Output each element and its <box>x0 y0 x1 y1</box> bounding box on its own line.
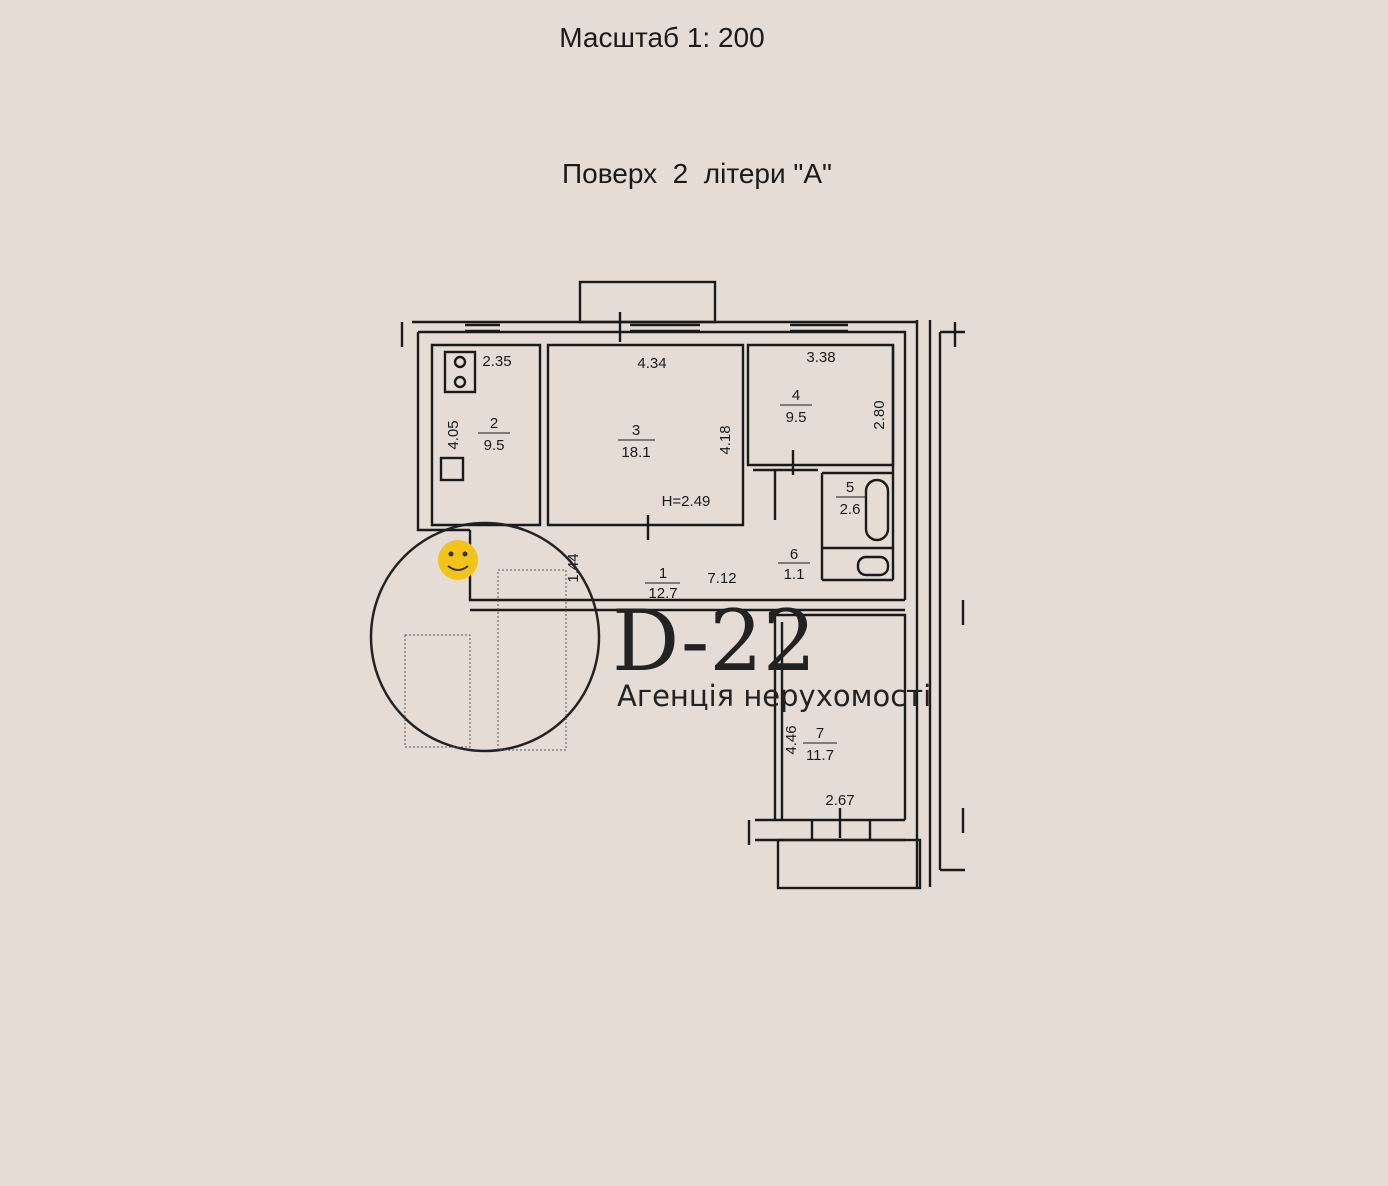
svg-text:2.6: 2.6 <box>840 501 861 518</box>
smiley-icon <box>438 540 478 580</box>
brand-logo-text: D-22 <box>612 592 816 690</box>
walls <box>400 312 965 890</box>
svg-text:7: 7 <box>816 725 824 742</box>
svg-text:4: 4 <box>792 387 800 404</box>
svg-text:9.5: 9.5 <box>786 409 807 426</box>
room-labels: 1 12.7 2 9.5 3 18.1 4 9.5 5 2.6 6 1.1 7 11.7 <box>478 387 866 764</box>
svg-text:1: 1 <box>659 565 667 582</box>
dimensions: 2.35 4.05 4.34 4.18 3.38 2.80 H=2.49 7.1… <box>445 349 888 809</box>
svg-text:H=2.49: H=2.49 <box>662 493 711 510</box>
svg-text:2.35: 2.35 <box>482 353 511 370</box>
svg-text:2.80: 2.80 <box>871 400 888 429</box>
svg-text:4.05: 4.05 <box>445 420 462 449</box>
svg-text:6: 6 <box>790 546 798 563</box>
brand-tagline: Агенція нерухомості <box>617 679 931 713</box>
svg-text:3: 3 <box>632 422 640 439</box>
svg-text:4.34: 4.34 <box>637 355 666 372</box>
svg-text:12.7: 12.7 <box>648 585 677 602</box>
toilet-icon <box>856 555 890 577</box>
svg-text:4.18: 4.18 <box>717 425 734 454</box>
svg-text:2.67: 2.67 <box>825 792 854 809</box>
agency-watermark: D-22 Агенція нерухомості <box>369 521 931 753</box>
svg-text:3.38: 3.38 <box>806 349 835 366</box>
svg-text:18.1: 18.1 <box>621 444 650 461</box>
scale-label: Масштаб 1: 200 <box>559 22 765 53</box>
svg-text:2: 2 <box>490 415 498 432</box>
balcony-top <box>578 280 717 324</box>
stove-icon <box>443 350 477 394</box>
svg-text:5: 5 <box>846 479 854 496</box>
svg-text:9.5: 9.5 <box>484 437 505 454</box>
svg-text:11.7: 11.7 <box>806 747 834 764</box>
sink-icon <box>439 456 465 482</box>
floor-label: Поверх 2 літери "А" <box>562 158 832 189</box>
svg-text:7.12: 7.12 <box>707 570 736 587</box>
svg-text:1.1: 1.1 <box>784 566 805 583</box>
svg-text:4.46: 4.46 <box>783 725 800 754</box>
bathtub-icon <box>864 478 890 542</box>
